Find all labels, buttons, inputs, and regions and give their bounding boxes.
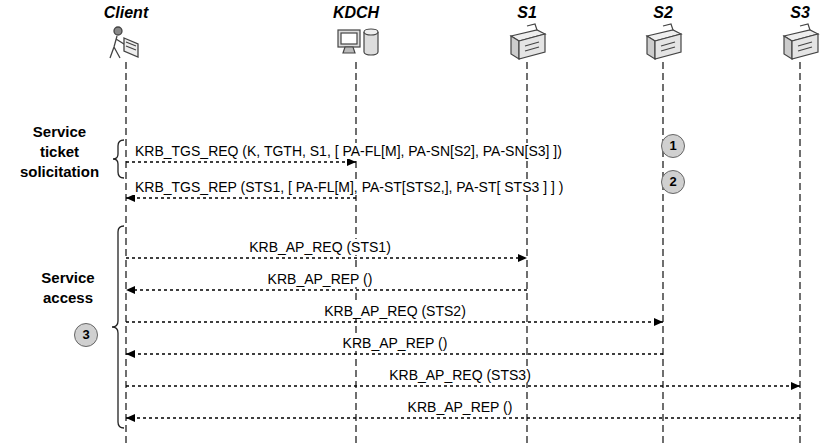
callout-number: 3: [74, 323, 98, 347]
message-label: KRB_TGS_REQ (K, TGTH, S1, [ PA-FL[M], PA…: [133, 143, 564, 159]
message-arrow: [126, 417, 800, 418]
lifeline: [526, 62, 527, 446]
message-label: KRB_AP_REP (): [406, 399, 515, 415]
message-arrow: [126, 161, 356, 162]
participant-name: S3: [788, 3, 812, 23]
message-label: KRB_AP_REP (): [341, 335, 450, 351]
phase-label: Service access: [22, 268, 114, 308]
message-arrow: [126, 257, 527, 258]
message-arrow: [126, 353, 663, 354]
participant-head: KDCH: [331, 3, 381, 23]
message-arrow: [126, 385, 800, 386]
participant-head: S1: [515, 3, 539, 23]
lifeline: [799, 62, 800, 446]
message-label: KRB_AP_REP (): [266, 271, 375, 287]
server-icon: [511, 24, 545, 59]
message-label: KRB_AP_REQ (STS3): [387, 367, 533, 383]
participant-head: Client: [102, 3, 150, 23]
message-label: KRB_AP_REQ (STS1): [247, 239, 393, 255]
kdc-icon: [338, 29, 378, 55]
lifelines: [126, 62, 800, 446]
lifeline: [125, 62, 126, 446]
message-label: KRB_AP_REQ (STS2): [322, 303, 468, 319]
bracket: [112, 226, 124, 428]
message-arrow: [126, 321, 663, 322]
message-arrow: [126, 289, 527, 290]
participant-name: S1: [515, 3, 539, 23]
server-icon: [784, 24, 818, 59]
server-icon: [647, 24, 681, 59]
participant-name: KDCH: [331, 3, 381, 23]
participant-name: Client: [102, 3, 150, 23]
callout-number: 2: [661, 170, 685, 194]
lifeline: [662, 62, 663, 446]
participant-head: S2: [651, 3, 675, 23]
message-label: KRB_TGS_REP (STS1, [ PA-FL[M], PA-ST[STS…: [133, 179, 565, 195]
callout-number: 1: [661, 134, 685, 158]
participant-name: S2: [651, 3, 675, 23]
participant-head: S3: [788, 3, 812, 23]
phase-label: Service ticket solicitation: [12, 122, 107, 182]
message-arrow: [126, 197, 356, 198]
client-icon: [110, 27, 138, 58]
bracket: [113, 140, 124, 178]
